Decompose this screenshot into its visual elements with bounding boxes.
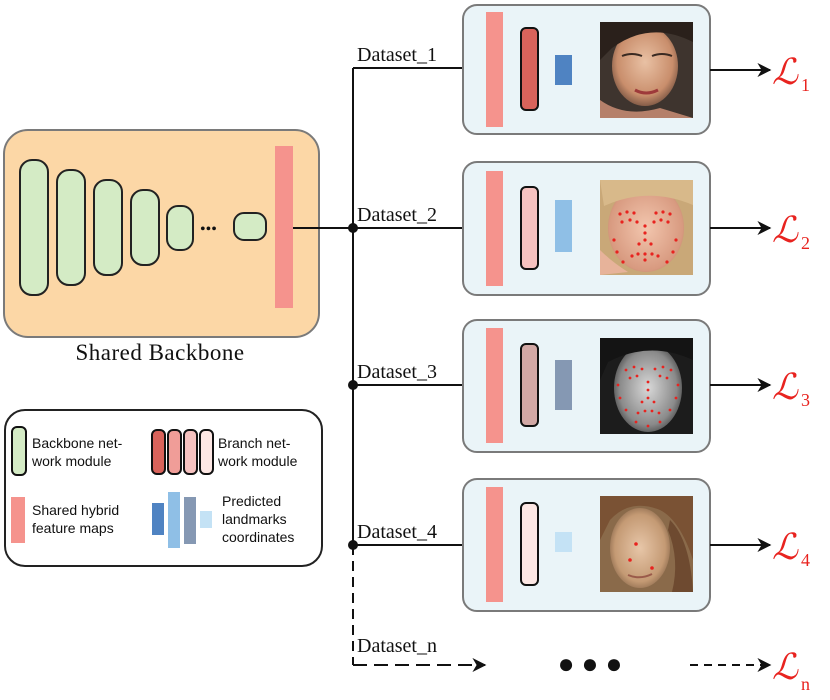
legend-text: Backbone net- <box>32 435 123 451</box>
dataset-label-3: Dataset_3 <box>357 361 437 383</box>
branch-panel-4: ℒ 4 <box>462 478 810 612</box>
backbone-module-1 <box>19 159 49 296</box>
legend-box <box>4 409 323 567</box>
backbone-module-6 <box>233 212 267 241</box>
loss-subscript: 3 <box>801 390 810 410</box>
dataset-label-1: Dataset_1 <box>357 44 437 66</box>
branch-panel-1: ℒ 1 <box>462 4 810 135</box>
branch-feature-map <box>486 487 503 602</box>
backbone-module-5 <box>166 205 194 251</box>
backbone-module-4 <box>130 189 160 266</box>
legend-text: work module <box>217 453 298 469</box>
continuation-dots: ● ● ● <box>558 649 623 680</box>
loss-subscript: n <box>801 674 810 694</box>
backbone-module-3 <box>93 179 123 276</box>
legend-feature-maps: Shared hybrid feature maps <box>11 497 119 543</box>
legend-text: Predicted <box>222 493 281 509</box>
backbone-ellipsis: ••• <box>200 221 217 238</box>
face-image-1 <box>600 22 693 118</box>
predicted-landmarks <box>555 532 572 552</box>
branch-panel-2: ℒ 2 <box>462 161 810 296</box>
shared-feature-map <box>275 146 293 308</box>
legend-branch-module: Branch net- work module <box>151 429 298 475</box>
backbone-panel <box>3 129 320 338</box>
loss-symbol: ℒ <box>772 647 799 687</box>
legend-text: Shared hybrid <box>32 502 119 518</box>
legend-text: Branch net- <box>218 435 291 451</box>
branch-module <box>520 502 539 586</box>
loss-symbol: ℒ <box>772 527 799 567</box>
loss-symbol: ℒ <box>772 210 799 250</box>
loss-subscript: 4 <box>801 550 810 570</box>
backbone-module-2 <box>56 169 86 286</box>
loss-subscript: 1 <box>801 75 810 95</box>
legend-text: coordinates <box>222 529 294 545</box>
connectors <box>293 61 487 672</box>
legend: Backbone net- work module Branch net- wo… <box>4 409 323 567</box>
branch-module <box>520 27 539 111</box>
shared-backbone: ••• Shared Backbone <box>3 129 320 365</box>
loss-symbol: ℒ <box>772 367 799 407</box>
branch-feature-map <box>486 328 503 443</box>
branch-feature-map <box>486 12 503 127</box>
face-image-3 <box>600 338 693 434</box>
loss-symbol: ℒ <box>772 52 799 92</box>
branch-panel-3: ℒ 3 <box>462 319 810 453</box>
branch-n: ● ● ● ℒ n <box>558 647 810 694</box>
legend-backbone-module: Backbone net- work module <box>11 426 123 476</box>
legend-text: feature maps <box>32 520 114 536</box>
face-image-2 <box>600 180 693 275</box>
predicted-landmarks <box>555 55 572 85</box>
legend-text: work module <box>31 453 112 469</box>
branch-feature-map <box>486 171 503 286</box>
predicted-landmarks <box>555 200 572 252</box>
legend-predicted-landmarks: Predicted landmarks coordinates <box>152 492 294 548</box>
branch-module <box>520 186 539 270</box>
dataset-label-4: Dataset_4 <box>357 521 437 543</box>
predicted-landmarks <box>555 360 572 410</box>
legend-text: landmarks <box>222 511 287 527</box>
branch-module <box>520 343 539 427</box>
loss-subscript: 2 <box>801 233 810 253</box>
face-image-4 <box>600 496 693 592</box>
dataset-label-2: Dataset_2 <box>357 204 437 226</box>
dataset-label-n: Dataset_n <box>357 635 437 657</box>
backbone-label: Shared Backbone <box>75 340 244 365</box>
